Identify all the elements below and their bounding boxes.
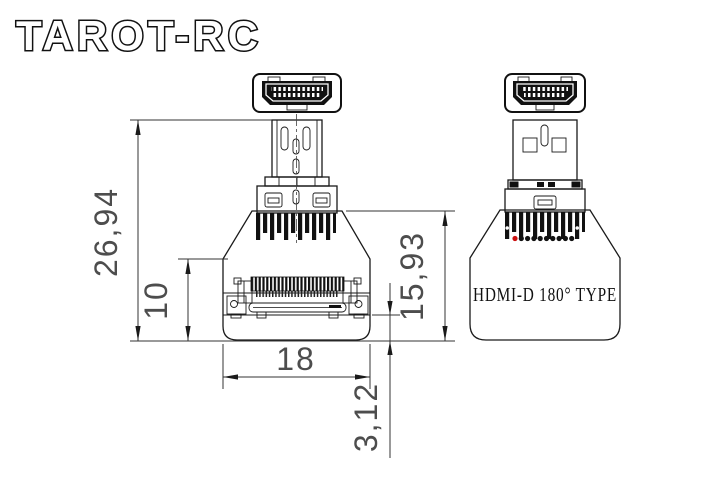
dim-lower-height: 10 [138, 258, 228, 341]
type-label: HDMI-D 180° TYPE [473, 284, 617, 306]
plug-pin-row-2-right [524, 93, 566, 97]
connector-base-front [256, 185, 338, 214]
dim-base-thickness-text: 3,12 [348, 382, 384, 452]
dim-overall-height: 26,94 [88, 119, 272, 341]
dim-body-width: 18 [222, 341, 371, 389]
plug-face-view-left [252, 73, 342, 113]
solder-pin-comb-front [256, 213, 336, 240]
dim-body-height: 15,93 [346, 210, 455, 341]
pcb-body-back [469, 209, 621, 341]
dim-base-thickness: 3,12 [348, 283, 400, 458]
board-connector-front [226, 276, 369, 319]
back-view: HDMI-D 180° TYPE [469, 73, 621, 341]
solder-pin-comb-back [505, 212, 585, 239]
solder-dot-row [512, 235, 575, 242]
plug-pin-row-1-left [271, 87, 323, 91]
dim-body-height-text: 15,93 [394, 231, 430, 321]
pin1-red-dot-icon [512, 235, 518, 242]
dim-overall-height-text: 26,94 [88, 187, 124, 277]
pcb-body-front [222, 210, 371, 341]
brand-logo: TAROT-RC [15, 11, 262, 61]
brand-logo-text: TAROT-RC [16, 12, 262, 59]
plug-pin-row-2-left [273, 93, 321, 97]
dim-body-width-text: 18 [276, 341, 316, 377]
plug-pin-row-1-right [522, 87, 568, 91]
plug-face-view-right [504, 73, 586, 113]
front-view [222, 73, 371, 341]
dim-lower-height-text: 10 [138, 280, 174, 320]
